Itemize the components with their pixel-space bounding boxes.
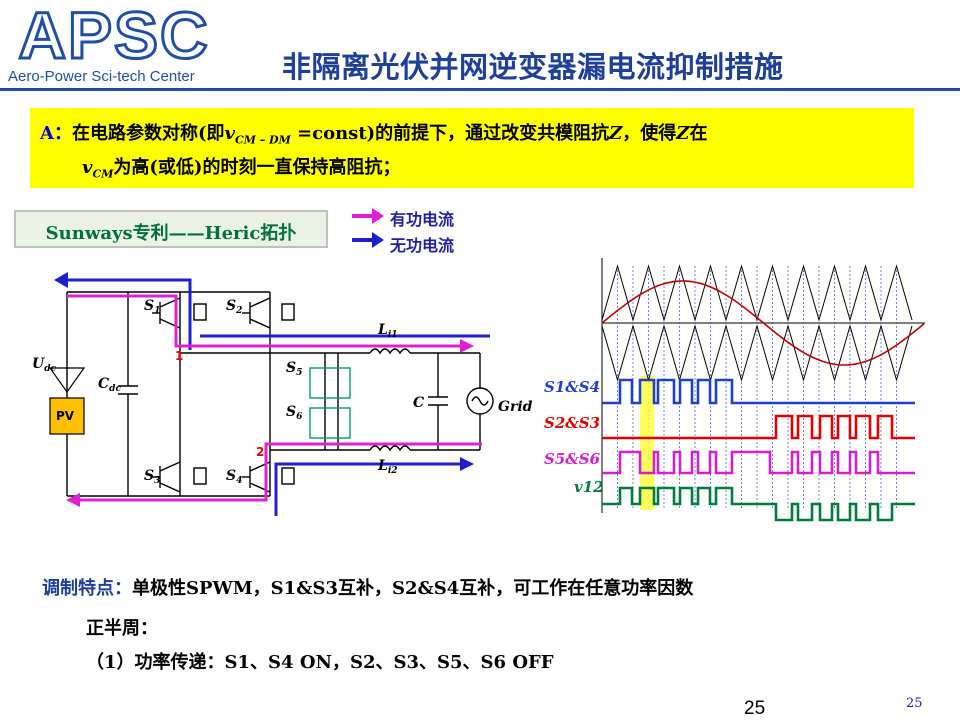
- heric-circuit-diagram: Udc Cdc S1 S2 S3 S4 S5 S6 Li1 Li2 C Grid…: [32, 272, 533, 516]
- logo-main-text: APSC: [18, 4, 209, 66]
- switch-s2: [242, 297, 295, 329]
- reactive-current-path-bottom: [274, 462, 460, 516]
- legend-active-current: 有功电流: [390, 210, 455, 229]
- label-li2: Li2: [377, 458, 398, 476]
- label-cdc: Cdc: [98, 376, 121, 394]
- page-number: 25: [744, 698, 766, 719]
- carrier-triangle-negative: [601, 324, 913, 382]
- label-v12: v12: [574, 478, 604, 496]
- label-udc: Udc: [32, 356, 57, 374]
- active-current-arrow-icon: [352, 208, 384, 224]
- node-1-label: 1: [175, 349, 183, 363]
- logo-apsc: APSC: [17, 4, 209, 66]
- waveform-s5s6: [602, 450, 915, 475]
- switching-waveforms: S1&S4 S2&S3 S5&S6 v12: [544, 258, 925, 522]
- waveform-s1s4: [602, 378, 915, 405]
- carrier-triangle-positive: [601, 264, 913, 322]
- reactive-current-arrow-icon: [352, 232, 384, 248]
- modulation-label: 调制特点：: [42, 578, 132, 599]
- label-li1: Li1: [377, 322, 398, 340]
- label-s6: S6: [286, 404, 303, 422]
- positive-half-cycle: 正半周：: [86, 618, 158, 639]
- label-pv: PV: [56, 409, 75, 423]
- header-divider: [0, 88, 960, 91]
- label-s3: S3: [144, 468, 160, 486]
- logo-subtitle: Aero-Power Sci-tech Center: [8, 68, 195, 85]
- page-number-small: 25: [906, 696, 923, 711]
- modulation-text: 单极性SPWM，S1&S3互补，S2&S4互补，可工作在任意功率因数: [132, 578, 694, 599]
- topology-box: Sunways专利——Heric拓扑: [14, 210, 328, 248]
- var-sub: CM: [92, 167, 114, 181]
- note-text: 在电路参数对称(即: [71, 123, 225, 144]
- legend-reactive-current: 无功电流: [390, 236, 455, 255]
- label-s2: S2: [226, 298, 242, 316]
- page-title: 非隔离光伏并网逆变器漏电流抑制措施: [282, 50, 784, 84]
- waveform-s2s3: [602, 414, 915, 440]
- label-s1s4: S1&S4: [544, 378, 600, 396]
- note-box: A：在电路参数对称(即vCM – DM =const)的前提下，通过改变共模阻抗…: [30, 108, 914, 188]
- var-z: Z: [676, 123, 690, 144]
- label-s1: S1: [144, 298, 160, 316]
- node-2-label: 2: [256, 445, 264, 459]
- label-grid: Grid: [498, 399, 533, 415]
- switch-s4: [242, 461, 295, 493]
- var-v: v: [82, 157, 93, 178]
- note-text: ，使得: [622, 123, 677, 144]
- power-transfer-state: （1）功率传递：S1、S4 ON，S2、S3、S5、S6 OFF: [86, 652, 554, 673]
- label-s5s6: S5&S6: [544, 450, 601, 468]
- label-c: C: [413, 395, 424, 411]
- var-v: v: [224, 123, 235, 144]
- reactive-current-path-top: [68, 278, 192, 350]
- reference-sine-wave: [601, 280, 925, 366]
- label-s5: S5: [286, 360, 302, 378]
- active-current-path-top: [67, 294, 460, 348]
- switch-s3: [152, 461, 207, 493]
- modulation-feature: 调制特点：单极性SPWM，S1&S3互补，S2&S4互补，可工作在任意功率因数: [42, 574, 693, 600]
- waveform-v12: [602, 486, 915, 522]
- note-text: 为高(或低)的时刻一直保持高阻抗；: [113, 157, 401, 178]
- note-text: =const)的前提下，通过改变共模阻抗: [290, 123, 610, 144]
- label-s2s3: S2&S3: [544, 414, 600, 432]
- note-line-2: vCM为高(或低)的时刻一直保持高阻抗；: [82, 153, 400, 181]
- var-z: Z: [609, 123, 623, 144]
- label-s4: S4: [226, 468, 242, 486]
- highlight-band: [640, 376, 654, 510]
- pv-panel: [49, 397, 85, 435]
- note-line-1: A：在电路参数对称(即vCM – DM =const)的前提下，通过改变共模阻抗…: [40, 119, 707, 147]
- note-label: A：: [40, 123, 72, 144]
- active-current-path-bottom: [80, 442, 482, 502]
- legend-arrows: [352, 208, 384, 248]
- note-text: 在: [689, 123, 708, 144]
- var-sub: CM – DM: [234, 133, 291, 147]
- topology-label: Sunways专利——Heric拓扑: [45, 223, 297, 244]
